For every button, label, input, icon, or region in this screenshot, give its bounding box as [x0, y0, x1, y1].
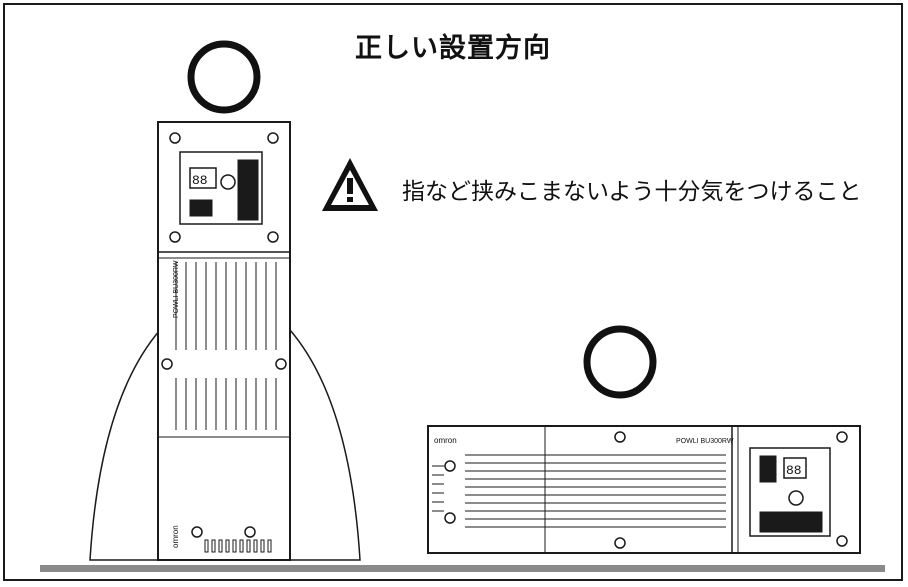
digit-readout-horizontal: 88 — [786, 463, 802, 478]
panel-dark-strip — [237, 159, 259, 221]
dip-switch — [189, 199, 213, 217]
bottom-grille — [204, 539, 272, 553]
digit-display — [783, 457, 807, 479]
panel-dark-base — [759, 511, 823, 533]
diagram-frame — [3, 3, 903, 581]
screw-icon — [444, 431, 848, 549]
horizontal-ups-unit — [427, 425, 861, 554]
digit-readout-vertical: 88 — [192, 173, 208, 188]
digit-display — [189, 167, 217, 189]
power-button — [788, 490, 804, 506]
vertical-ups-unit — [89, 121, 361, 561]
model-label-horizontal: POWLI BU300RW — [676, 438, 734, 445]
circle-ok-icon — [187, 40, 261, 114]
floor-line — [40, 565, 885, 572]
brand-label-vertical: omron — [171, 525, 180, 548]
page-title: 正しい設置方向 — [355, 33, 551, 64]
screw-icon — [161, 132, 287, 538]
circle-ok-icon — [583, 325, 657, 399]
power-button — [220, 174, 236, 190]
brand-label-horizontal: omron — [434, 436, 457, 445]
warning-triangle-icon — [322, 158, 378, 211]
warning-text: 指など挟みこまないよう十分気をつけること — [402, 179, 862, 205]
panel-dark-strip — [759, 455, 777, 483]
stand-left — [89, 327, 161, 561]
vent-slots — [432, 454, 726, 528]
stand-right — [289, 327, 361, 561]
model-label-vertical: POWLI BU300RW — [173, 260, 180, 318]
vent-slots — [175, 262, 277, 430]
